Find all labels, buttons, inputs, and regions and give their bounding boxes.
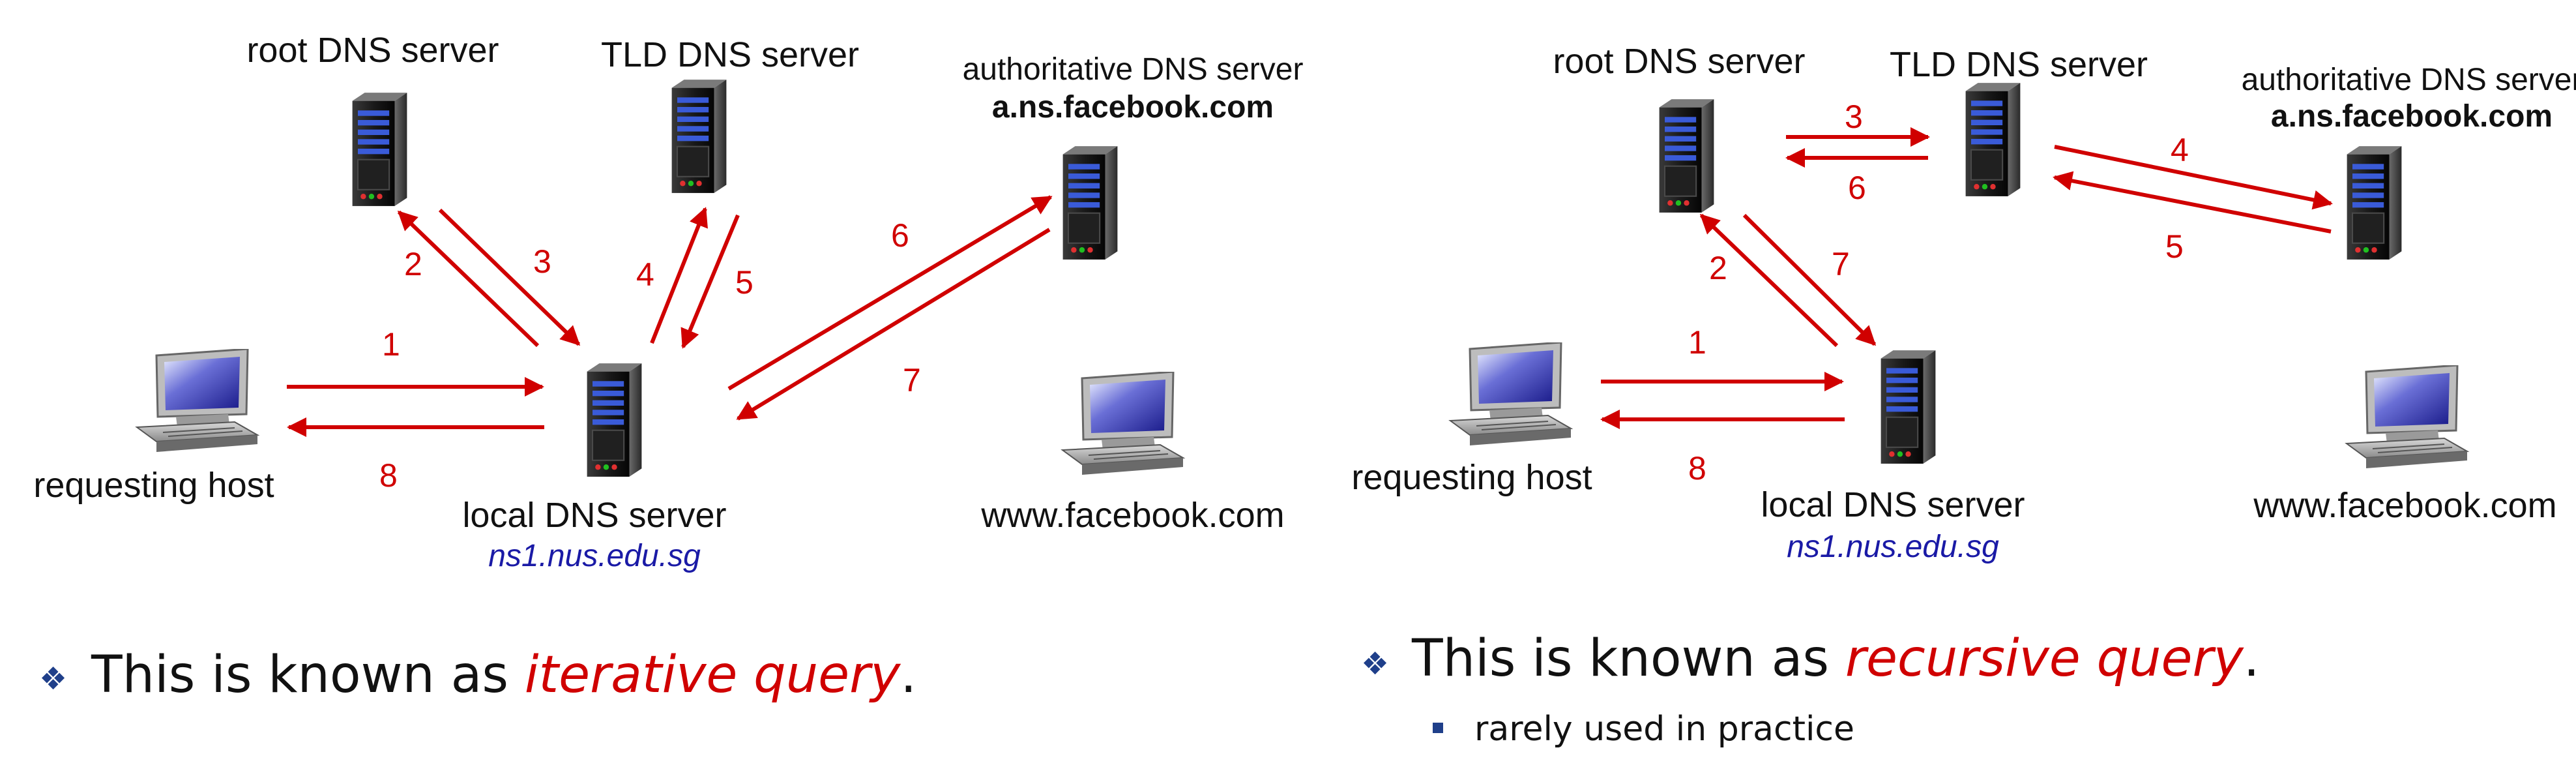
step-1: 1 bbox=[382, 326, 400, 363]
www-facebook-label: www.facebook.com bbox=[980, 496, 1284, 535]
step-8: 8 bbox=[1688, 450, 1706, 487]
root-server-icon bbox=[1658, 98, 1715, 213]
step-4: 4 bbox=[636, 256, 654, 293]
arrow-5 bbox=[2053, 171, 2332, 233]
authoritative-dns-label: authoritative DNS server bbox=[2242, 63, 2576, 97]
step-6: 6 bbox=[891, 217, 909, 254]
step-7: 7 bbox=[903, 362, 921, 399]
tld-server-icon bbox=[1965, 82, 2021, 197]
requesting-host-computer-icon bbox=[1449, 342, 1572, 447]
arrow-2 bbox=[1699, 213, 1839, 348]
local-server-icon bbox=[1880, 350, 1937, 464]
step-3: 3 bbox=[533, 243, 551, 280]
recursive-diagram: 1 8 2 7 3 6 4 5 root DNS server TLD DNS … bbox=[1351, 42, 2576, 564]
local-host-label: ns1.nus.edu.sg bbox=[488, 539, 701, 573]
recursive-bullet: This is known as recursive query. bbox=[1412, 629, 2260, 688]
local-server-icon bbox=[586, 363, 643, 477]
root-dns-label: root DNS server bbox=[1553, 42, 1805, 81]
step-7: 7 bbox=[1832, 246, 1850, 282]
bullet-highlight: iterative query bbox=[524, 646, 901, 704]
arrow-4 bbox=[2054, 145, 2333, 210]
step-2: 2 bbox=[1709, 250, 1727, 286]
step-3: 3 bbox=[1845, 98, 1863, 135]
authoritative-server-icon bbox=[1062, 145, 1119, 260]
arrow-2 bbox=[397, 210, 540, 348]
authoritative-server-icon bbox=[2346, 145, 2403, 260]
authoritative-dns-label: authoritative DNS server bbox=[963, 52, 1304, 87]
arrow-7 bbox=[1742, 213, 1877, 346]
arrow-6 bbox=[727, 195, 1053, 391]
step-2: 2 bbox=[404, 246, 422, 282]
bullet-prefix: This is known as bbox=[1412, 629, 1845, 688]
tld-dns-label: TLD DNS server bbox=[1890, 45, 2148, 84]
step-6: 6 bbox=[1848, 170, 1866, 206]
local-dns-label: local DNS server bbox=[462, 496, 726, 535]
tld-server-icon bbox=[671, 79, 727, 194]
authoritative-host-label: a.ns.facebook.com bbox=[2271, 99, 2553, 134]
iterative-diagram: 1 8 2 3 4 5 6 7 root DNS server TLD DNS … bbox=[33, 31, 1303, 573]
local-dns-label: local DNS server bbox=[1761, 485, 2025, 524]
www-facebook-computer-icon bbox=[1061, 372, 1184, 476]
www-facebook-label: www.facebook.com bbox=[2253, 486, 2556, 525]
authoritative-host-label: a.ns.facebook.com bbox=[992, 90, 1274, 125]
step-4: 4 bbox=[2171, 132, 2189, 168]
iterative-bullet: This is known as iterative query. bbox=[91, 646, 916, 704]
step-1: 1 bbox=[1688, 324, 1706, 361]
bullet-prefix: This is known as bbox=[91, 646, 525, 704]
requesting-host-label: requesting host bbox=[33, 466, 274, 505]
tld-dns-label: TLD DNS server bbox=[601, 35, 859, 74]
arrow-7 bbox=[736, 228, 1051, 421]
recursive-sub-bullet: rarely used in practice bbox=[1474, 710, 1854, 749]
square-bullet-icon bbox=[1433, 723, 1443, 733]
requesting-host-label: requesting host bbox=[1351, 458, 1592, 497]
bullet-suffix: . bbox=[900, 646, 917, 704]
local-host-label: ns1.nus.edu.sg bbox=[1787, 530, 1999, 564]
requesting-host-computer-icon bbox=[136, 349, 259, 453]
bullet-suffix: . bbox=[2243, 629, 2260, 688]
diamond-bullet-icon: ❖ bbox=[39, 661, 68, 697]
step-5: 5 bbox=[735, 264, 754, 301]
step-5: 5 bbox=[2165, 228, 2184, 265]
root-server-icon bbox=[351, 92, 408, 207]
arrow-3 bbox=[438, 208, 581, 346]
bullet-highlight: recursive query bbox=[1845, 629, 2244, 688]
step-8: 8 bbox=[379, 457, 398, 494]
root-dns-label: root DNS server bbox=[246, 31, 499, 70]
diamond-bullet-icon: ❖ bbox=[1361, 646, 1390, 682]
www-facebook-computer-icon bbox=[2345, 365, 2468, 470]
arrow-4 bbox=[650, 207, 708, 344]
arrow-5 bbox=[681, 214, 740, 349]
